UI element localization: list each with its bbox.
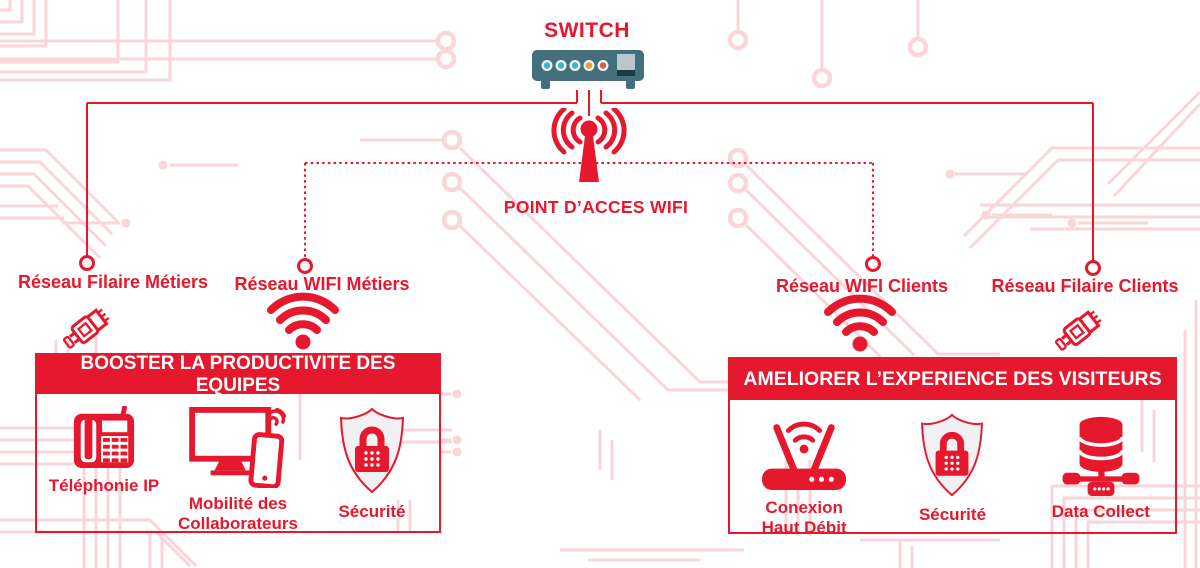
wifi-antenna-icon (551, 108, 627, 182)
access-point-label: POINT D’ACCES WIFI (503, 197, 689, 217)
network-label-filaire-metiers: Réseau Filaire Métiers (17, 272, 209, 292)
node-terminal (297, 258, 313, 274)
panel-experience-title: AMELIORER L’EXPERIENCE DES VISITEURS (730, 359, 1175, 400)
item-label: Téléphonie IP (48, 476, 160, 495)
node-terminal (865, 256, 881, 272)
wifi-dotted-lines (304, 162, 874, 259)
panel-productivite-title: BOOSTER LA PRODUCTIVITE DES EQUIPES (37, 353, 439, 396)
panel-item-conexion: Conexion Haut Débit (730, 412, 878, 538)
ethernet-plug-icon (62, 308, 110, 349)
item-label: Sécurité (918, 505, 987, 524)
panel-item-data-collect: Data Collect (1027, 412, 1175, 538)
panel-experience: AMELIORER L’EXPERIENCE DES VISITEURS (728, 357, 1177, 537)
ethernet-plug-icon (1054, 310, 1102, 351)
shield-lock-icon (339, 407, 405, 494)
panel-item-securite: Sécurité (878, 412, 1026, 538)
node-terminal (79, 255, 95, 271)
shield-lock-icon (921, 413, 984, 497)
wifi-icon (267, 292, 339, 350)
wifi-icon (824, 294, 896, 352)
item-label: Data Collect (1051, 502, 1150, 521)
panel-productivite: BOOSTER LA PRODUCTIVITE DES EQUIPES (35, 353, 441, 533)
item-label: Mobilité des Collaborateurs (178, 494, 298, 534)
panel-item-mobilite: Mobilité des Collaborateurs (171, 406, 305, 534)
network-label-filaire-clients: Réseau Filaire Clients (991, 276, 1179, 296)
database-network-icon (1062, 416, 1140, 496)
network-label-wifi-metiers: Réseau WIFI Métiers (234, 274, 410, 294)
network-switch-icon (532, 50, 644, 89)
switch-label: SWITCH (544, 19, 630, 42)
ip-phone-icon (73, 406, 135, 469)
network-label-wifi-clients: Réseau WIFI Clients (775, 276, 949, 296)
panel-item-securite: Sécurité (305, 406, 439, 534)
router-wifi-icon (762, 421, 847, 491)
item-label: Conexion Haut Débit (761, 498, 847, 538)
monitor-smartphone-icon (189, 406, 287, 488)
node-terminal (1085, 260, 1101, 276)
panel-item-telephonie-ip: Téléphonie IP (37, 406, 171, 534)
item-label: Sécurité (338, 502, 406, 521)
